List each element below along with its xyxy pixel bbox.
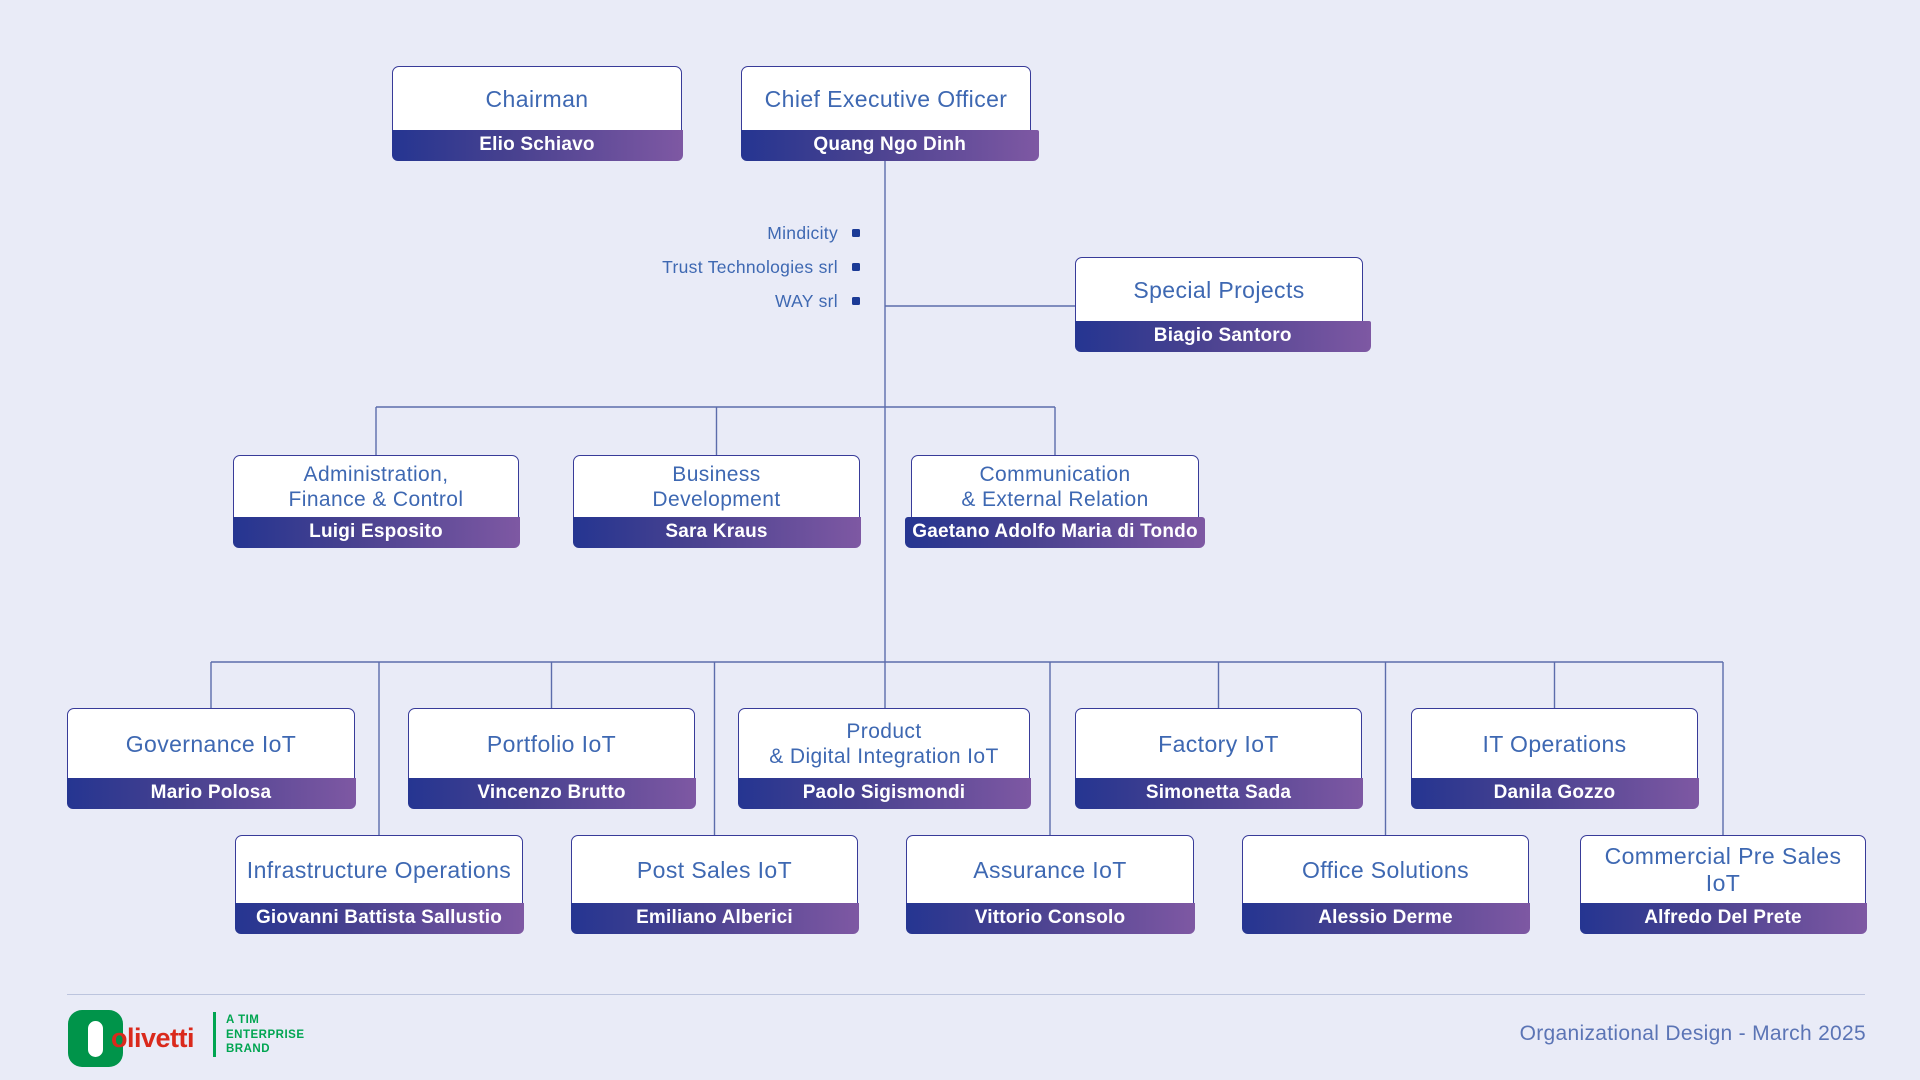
org-node-communication: Communication & External Relation Gaetan…	[905, 455, 1205, 548]
node-person-name: Biagio Santoro	[1153, 325, 1292, 346]
subsidiaries-list: Mindicity Trust Technologies srl WAY srl	[400, 216, 860, 318]
node-title: Factory IoT	[1158, 730, 1279, 757]
node-title: Assurance IoT	[973, 856, 1127, 883]
tim-brand-tagline: A TIM ENTERPRISE BRAND	[226, 1014, 305, 1056]
subsidiary-label: Trust Technologies srl	[662, 256, 838, 277]
node-person-name: Vittorio Consolo	[974, 907, 1126, 928]
node-person-name: Elio Schiavo	[479, 134, 595, 155]
node-name-bar: Paolo Sigismondi	[737, 777, 1031, 809]
node-person-name: Giovanni Battista Sallustio	[255, 907, 503, 928]
org-node-infrastructure-operations: Infrastructure Operations Giovanni Batti…	[234, 835, 524, 934]
node-name-bar: Giovanni Battista Sallustio	[234, 902, 524, 934]
node-person-name: Paolo Sigismondi	[802, 782, 966, 803]
org-node-chairman: Chairman Elio Schiavo	[391, 66, 683, 161]
node-name-bar: Elio Schiavo	[391, 129, 683, 161]
subsidiary-label: WAY srl	[774, 290, 838, 311]
node-name-bar: Alessio Derme	[1241, 902, 1530, 934]
node-person-name: Danila Gozzo	[1493, 782, 1616, 803]
footer-divider	[67, 994, 1865, 995]
node-person-name: Mario Polosa	[150, 782, 272, 803]
org-node-it-operations: IT Operations Danila Gozzo	[1410, 708, 1699, 809]
org-node-business-development: Business Development Sara Kraus	[572, 455, 861, 548]
node-title: Governance IoT	[125, 730, 297, 757]
node-person-name: Sara Kraus	[665, 521, 768, 542]
node-name-bar: Quang Ngo Dinh	[740, 129, 1039, 161]
org-node-product-digital-integration-iot: Product & Digital Integration IoT Paolo …	[737, 708, 1031, 809]
org-node-post-sales-iot: Post Sales IoT Emiliano Alberici	[570, 835, 859, 934]
org-node-ceo: Chief Executive Officer Quang Ngo Dinh	[740, 66, 1039, 161]
footer-note: Organizational Design - March 2025	[1519, 1022, 1866, 1045]
node-person-name: Alessio Derme	[1318, 907, 1453, 928]
node-person-name: Quang Ngo Dinh	[813, 134, 967, 155]
node-name-bar: Simonetta Sada	[1074, 777, 1363, 809]
node-name-bar: Vittorio Consolo	[905, 902, 1195, 934]
node-title: Special Projects	[1133, 276, 1305, 303]
org-node-assurance-iot: Assurance IoT Vittorio Consolo	[905, 835, 1195, 934]
subsidiary-item: WAY srl	[400, 284, 860, 318]
node-title: Communication & External Relation	[961, 462, 1149, 512]
node-name-bar: Danila Gozzo	[1410, 777, 1699, 809]
bullet-square-icon	[852, 229, 860, 237]
org-node-governance-iot: Governance IoT Mario Polosa	[66, 708, 356, 809]
node-title: Chairman	[485, 85, 589, 112]
node-title: Administration, Finance & Control	[288, 462, 464, 512]
node-title: IT Operations	[1482, 730, 1627, 757]
node-person-name: Alfredo Del Prete	[1644, 907, 1802, 928]
node-name-bar: Biagio Santoro	[1074, 320, 1371, 352]
org-node-portfolio-iot: Portfolio IoT Vincenzo Brutto	[407, 708, 696, 809]
node-name-bar: Sara Kraus	[572, 516, 861, 548]
node-name-bar: Gaetano Adolfo Maria di Tondo	[905, 516, 1205, 548]
brand-separator	[213, 1012, 216, 1057]
subsidiary-item: Mindicity	[400, 216, 860, 250]
org-node-special-projects: Special Projects Biagio Santoro	[1074, 257, 1371, 352]
node-name-bar: Emiliano Alberici	[570, 902, 859, 934]
olivetti-logo-o-mark	[88, 1021, 103, 1057]
node-person-name: Emiliano Alberici	[636, 907, 793, 928]
node-name-bar: Luigi Esposito	[232, 516, 520, 548]
org-node-commercial-pre-sales-iot: Commercial Pre Sales IoT Alfredo Del Pre…	[1579, 835, 1867, 934]
node-title: Office Solutions	[1301, 856, 1470, 883]
olivetti-wordmark: olivetti	[111, 1023, 195, 1053]
node-person-name: Vincenzo Brutto	[477, 782, 626, 803]
node-name-bar: Alfredo Del Prete	[1579, 902, 1867, 934]
node-title: Post Sales IoT	[636, 856, 793, 883]
subsidiary-item: Trust Technologies srl	[400, 250, 860, 284]
org-node-administration: Administration, Finance & Control Luigi …	[232, 455, 520, 548]
node-person-name: Luigi Esposito	[309, 521, 443, 542]
node-person-name: Gaetano Adolfo Maria di Tondo	[912, 521, 1198, 542]
node-title: Portfolio IoT	[486, 730, 617, 757]
bullet-square-icon	[852, 297, 860, 305]
node-title: Business Development	[652, 462, 781, 512]
node-title: Chief Executive Officer	[764, 85, 1008, 112]
node-title: Product & Digital Integration IoT	[769, 719, 999, 769]
org-node-factory-iot: Factory IoT Simonetta Sada	[1074, 708, 1363, 809]
node-title: Infrastructure Operations	[246, 856, 512, 883]
subsidiary-label: Mindicity	[767, 222, 838, 243]
node-title: Commercial Pre Sales IoT	[1604, 843, 1842, 897]
node-person-name: Simonetta Sada	[1145, 782, 1292, 803]
org-node-office-solutions: Office Solutions Alessio Derme	[1241, 835, 1530, 934]
node-name-bar: Mario Polosa	[66, 777, 356, 809]
bullet-square-icon	[852, 263, 860, 271]
node-name-bar: Vincenzo Brutto	[407, 777, 696, 809]
